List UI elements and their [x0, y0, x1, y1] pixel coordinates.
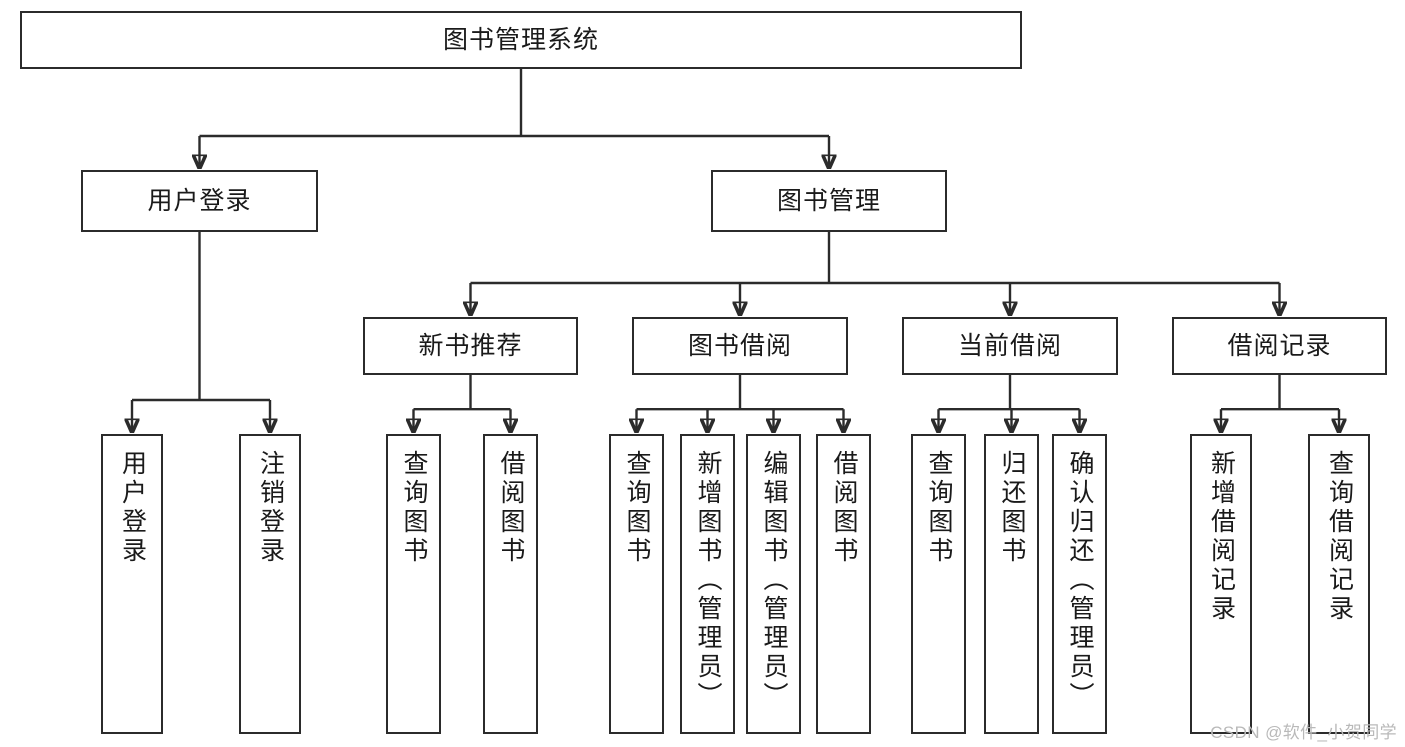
watermark: CSDN @软件_小贺同学 — [1210, 723, 1397, 742]
node-label: 用户登录 — [147, 187, 252, 215]
node-book-manage[interactable]: 图书管理 — [711, 170, 947, 232]
leaf-query-book-brw[interactable]: 查询图书 — [609, 434, 664, 734]
leaf-query-book-cur[interactable]: 查询图书 — [911, 434, 966, 734]
node-label: 确认归还（管理员） — [1066, 450, 1094, 711]
node-label: 当前借阅 — [957, 332, 1062, 360]
node-user-login[interactable]: 用户登录 — [81, 170, 318, 232]
node-label: 新增图书（管理员） — [694, 450, 722, 711]
node-new-book-recommend[interactable]: 新书推荐 — [363, 317, 578, 375]
node-label: 图书管理 — [776, 187, 881, 215]
node-label: 新书推荐 — [418, 332, 523, 360]
leaf-add-book-admin[interactable]: 新增图书（管理员） — [680, 434, 735, 734]
leaf-confirm-return-admin[interactable]: 确认归还（管理员） — [1052, 434, 1107, 734]
node-label: 查询借阅记录 — [1325, 450, 1354, 624]
leaf-query-borrow-record[interactable]: 查询借阅记录 — [1308, 434, 1370, 734]
node-label: 借阅记录 — [1227, 332, 1332, 360]
node-label: 借阅图书 — [497, 450, 525, 566]
leaf-user-login[interactable]: 用户登录 — [101, 434, 163, 734]
leaf-logout-login[interactable]: 注销登录 — [239, 434, 301, 734]
node-label: 查询图书 — [925, 450, 953, 566]
leaf-borrow-book-brw[interactable]: 借阅图书 — [816, 434, 871, 734]
node-root[interactable]: 图书管理系统 — [20, 11, 1022, 69]
node-label: 查询图书 — [623, 450, 651, 566]
leaf-edit-book-admin[interactable]: 编辑图书（管理员） — [746, 434, 801, 734]
node-label: 新增借阅记录 — [1207, 450, 1236, 624]
node-label: 借阅图书 — [830, 450, 858, 566]
node-book-borrow[interactable]: 图书借阅 — [632, 317, 848, 375]
node-label: 图书管理系统 — [442, 26, 599, 54]
node-label: 编辑图书（管理员） — [760, 450, 788, 711]
leaf-query-book-rec[interactable]: 查询图书 — [386, 434, 441, 734]
node-label: 图书借阅 — [687, 332, 792, 360]
leaf-return-book[interactable]: 归还图书 — [984, 434, 1039, 734]
node-label: 归还图书 — [998, 450, 1026, 566]
node-label: 用户登录 — [118, 450, 147, 566]
node-label: 查询图书 — [400, 450, 428, 566]
node-borrow-record[interactable]: 借阅记录 — [1172, 317, 1387, 375]
leaf-add-borrow-record[interactable]: 新增借阅记录 — [1190, 434, 1252, 734]
node-current-borrow[interactable]: 当前借阅 — [902, 317, 1118, 375]
leaf-borrow-book-rec[interactable]: 借阅图书 — [483, 434, 538, 734]
node-label: 注销登录 — [256, 450, 285, 566]
